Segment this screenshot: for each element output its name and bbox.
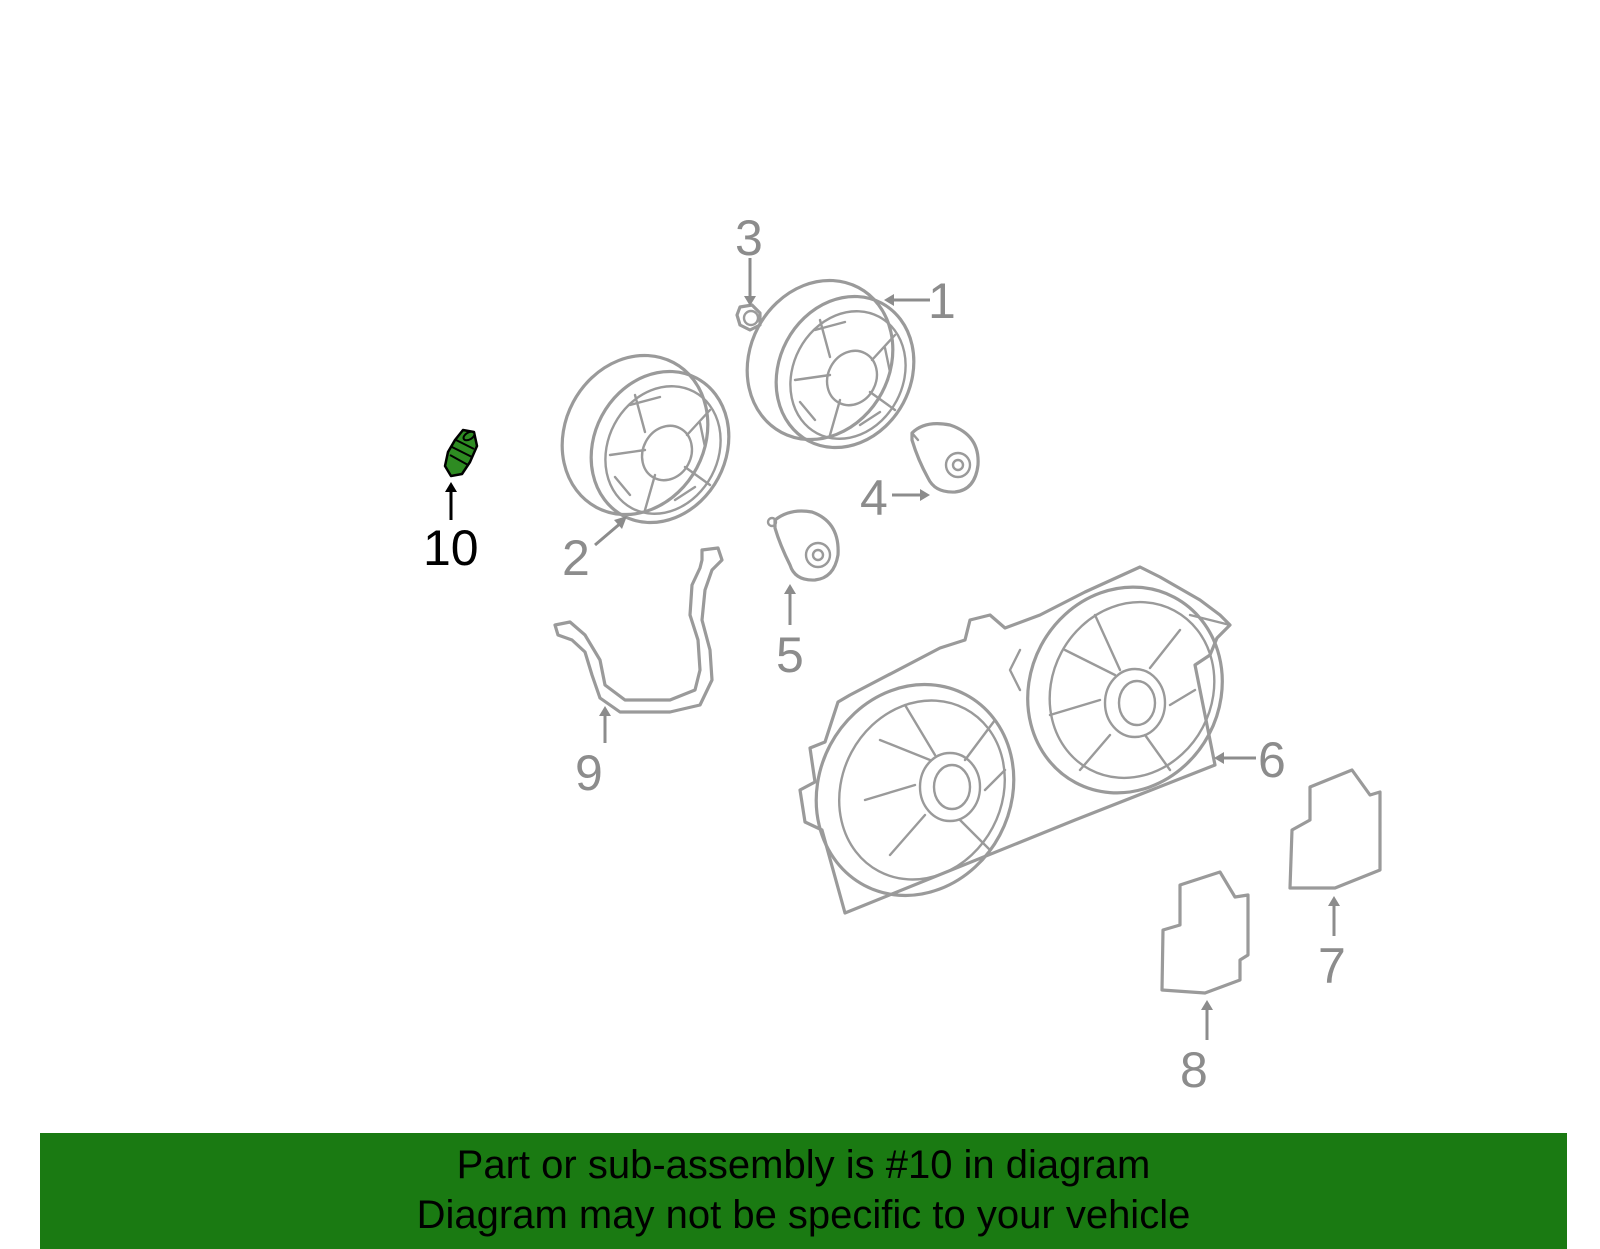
part-9-wiring-harness[interactable] <box>553 546 724 714</box>
callout-1: 1 <box>928 273 956 329</box>
part-6-fan-shroud[interactable] <box>780 553 1259 931</box>
callout-2: 2 <box>562 530 590 586</box>
part-8-seal[interactable] <box>1160 870 1250 995</box>
callout-8: 8 <box>1180 1042 1208 1098</box>
callout-10: 10 <box>423 520 479 576</box>
callout-3: 3 <box>735 210 763 266</box>
callout-7: 7 <box>1318 938 1346 994</box>
part-4-grommet[interactable] <box>910 422 980 494</box>
part-2-fan-assembly[interactable] <box>535 330 755 547</box>
callout-6: 6 <box>1258 732 1286 788</box>
part-5-grommet[interactable] <box>766 509 840 582</box>
caption-line-1: Part or sub-assembly is #10 in diagram <box>456 1143 1151 1187</box>
caption-banner: Part or sub-assembly is #10 in diagram D… <box>40 1133 1567 1249</box>
part-7-seal[interactable] <box>1288 768 1382 890</box>
part-10-sensor-highlight[interactable] <box>443 428 479 478</box>
callout-5: 5 <box>776 627 804 683</box>
part-3-nut[interactable] <box>735 303 762 332</box>
callout-4: 4 <box>860 470 888 526</box>
leader-lines <box>445 258 1340 1040</box>
callout-9: 9 <box>575 745 603 801</box>
part-1-fan-assembly[interactable] <box>720 255 940 472</box>
caption-line-2: Diagram may not be specific to your vehi… <box>416 1193 1191 1237</box>
